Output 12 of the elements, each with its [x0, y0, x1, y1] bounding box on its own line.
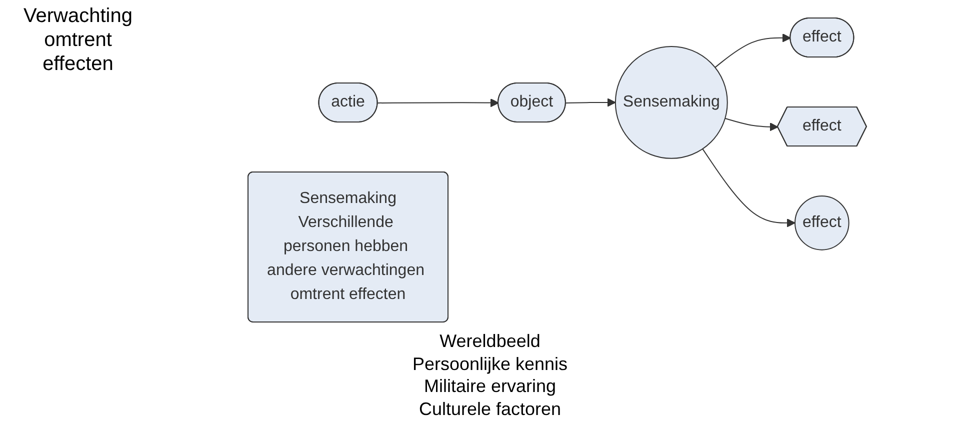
arrow: [702, 148, 796, 228]
node-circle: Sensemaking: [615, 46, 728, 159]
arrow: [566, 98, 616, 107]
note-text: Verwachting omtrent effecten: [22, 4, 134, 76]
factor-text: Wereldbeeld: [438, 330, 542, 352]
arrow: [378, 98, 500, 108]
arrow: [714, 34, 792, 68]
factor-text: Persoonlijke kennis: [411, 352, 569, 375]
factor-text: Culturele factoren: [418, 398, 562, 420]
arrow: [724, 118, 779, 132]
factor-text: Militaire ervaring: [422, 375, 558, 398]
node-circle: effect: [794, 196, 850, 250]
